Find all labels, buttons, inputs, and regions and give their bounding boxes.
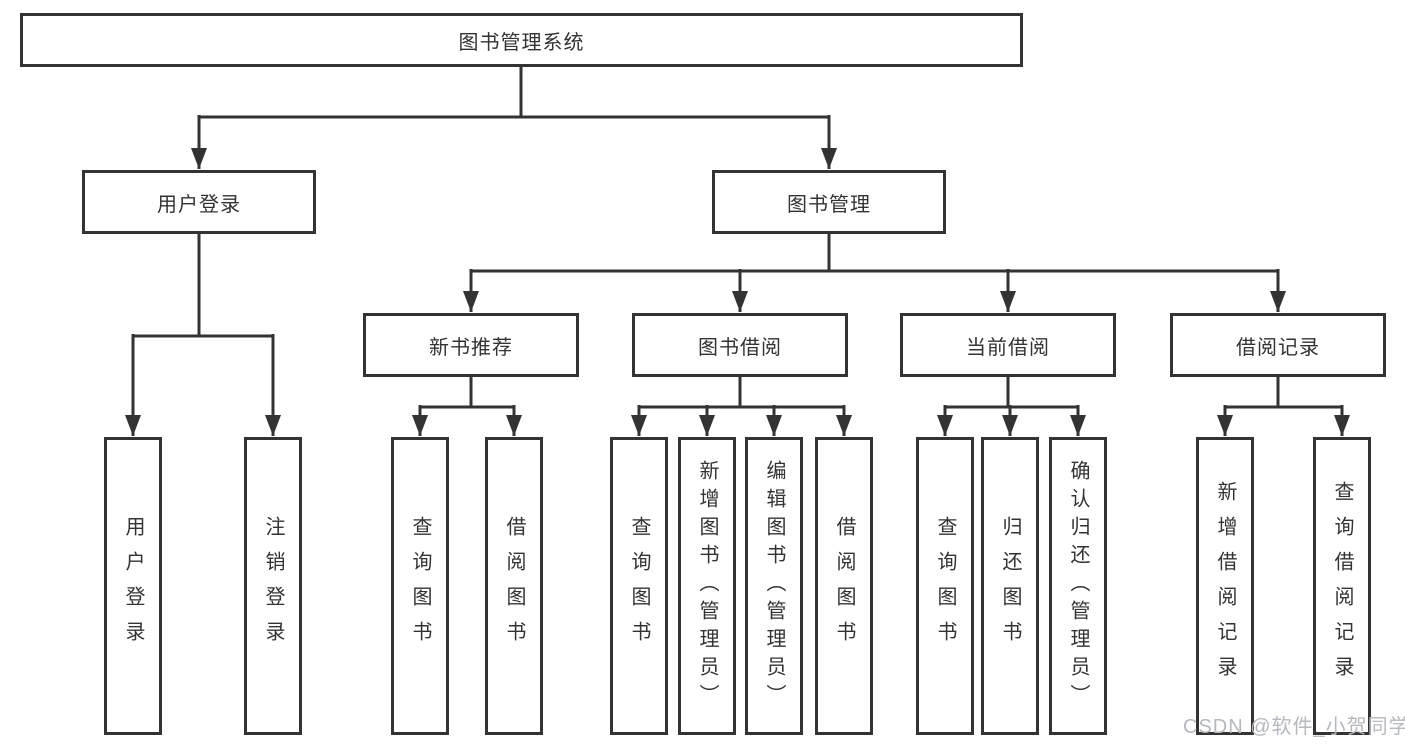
node-book-management: 图书管理: [712, 170, 946, 234]
node-book-management-label: 图书管理: [787, 193, 871, 216]
node-current-borrowing-label: 当前借阅: [966, 336, 1050, 359]
leaf-bb-add-book-admin-label: 新增图书（管理员）: [696, 460, 718, 712]
leaf-cur-query-books-label: 查询图书: [934, 516, 956, 656]
leaf-logout-label: 注销登录: [262, 516, 284, 656]
leaf-cur-confirm-return-admin-label: 确认归还（管理员）: [1067, 460, 1089, 712]
leaf-user-login: 用户登录: [104, 437, 162, 735]
watermark-text: CSDN @软件_小贺同学: [1183, 716, 1405, 738]
leaf-logout: 注销登录: [244, 437, 302, 735]
leaf-cur-return-book: 归还图书: [981, 437, 1039, 735]
leaf-rec-borrow-books: 借阅图书: [485, 437, 543, 735]
leaf-bb-query-books-label: 查询图书: [628, 516, 650, 656]
connector-new-book-recommend-rail: [420, 374, 514, 409]
leaf-rec-query-books-label: 查询图书: [409, 516, 431, 656]
leaf-bb-borrow-books: 借阅图书: [815, 437, 873, 735]
leaf-bb-add-book-admin: 新增图书（管理员）: [678, 437, 736, 735]
leaf-rec-query-books: 查询图书: [391, 437, 449, 735]
connector-current-borrowing-rail: [945, 374, 1078, 409]
node-root-label: 图书管理系统: [458, 31, 585, 54]
connector-user-login-rail: [133, 231, 273, 338]
leaf-rcd-add-record-label: 新增借阅记录: [1214, 481, 1236, 691]
connector-borrowing-records-rail: [1225, 374, 1342, 409]
leaf-rcd-query-record: 查询借阅记录: [1313, 437, 1371, 735]
connector-book-management-rail: [471, 231, 1278, 273]
node-user-login: 用户登录: [82, 170, 316, 234]
leaf-bb-borrow-books-label: 借阅图书: [833, 516, 855, 656]
node-current-borrowing: 当前借阅: [900, 313, 1116, 377]
node-user-login-label: 用户登录: [157, 193, 241, 216]
leaf-rcd-query-record-label: 查询借阅记录: [1331, 481, 1353, 691]
node-new-book-recommend: 新书推荐: [363, 313, 579, 377]
leaf-cur-confirm-return-admin: 确认归还（管理员）: [1049, 437, 1107, 735]
leaf-cur-return-book-label: 归还图书: [999, 516, 1021, 656]
leaf-bb-query-books: 查询图书: [610, 437, 668, 735]
node-borrowing-records-label: 借阅记录: [1236, 336, 1320, 359]
node-book-borrowing: 图书借阅: [632, 313, 848, 377]
leaf-rec-borrow-books-label: 借阅图书: [503, 516, 525, 656]
leaf-bb-edit-book-admin-label: 编辑图书（管理员）: [763, 460, 785, 712]
node-new-book-recommend-label: 新书推荐: [429, 336, 513, 359]
leaf-user-login-label: 用户登录: [122, 516, 144, 656]
node-root: 图书管理系统: [20, 13, 1023, 67]
node-borrowing-records: 借阅记录: [1170, 313, 1386, 377]
leaf-bb-edit-book-admin: 编辑图书（管理员）: [745, 437, 803, 735]
leaf-cur-query-books: 查询图书: [916, 437, 974, 735]
connector-book-borrowing-rail: [639, 374, 844, 409]
connector-root-rail: [199, 64, 829, 119]
leaf-rcd-add-record: 新增借阅记录: [1196, 437, 1254, 735]
node-book-borrowing-label: 图书借阅: [698, 336, 782, 359]
